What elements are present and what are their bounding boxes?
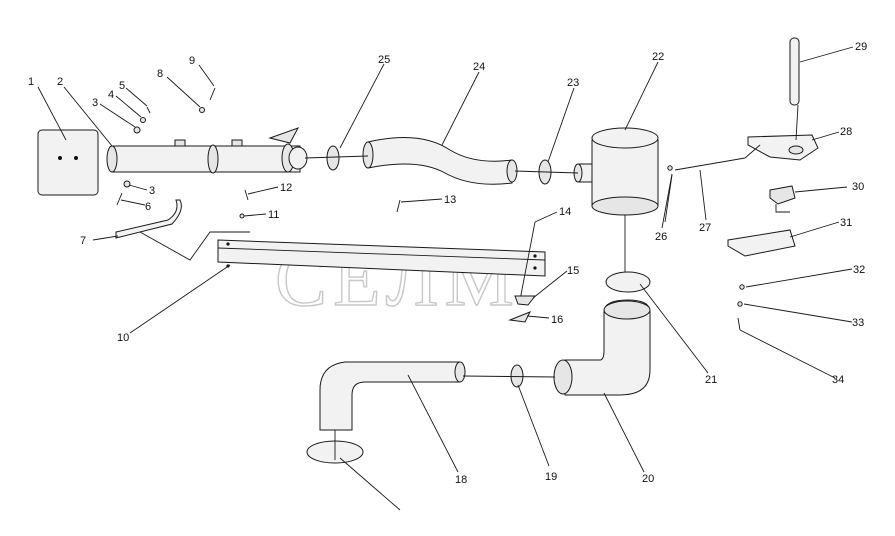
callout-10: 10 [117, 332, 129, 344]
callout-25: 25 [378, 54, 390, 66]
callout-4: 4 [108, 89, 114, 101]
part-24-hose [367, 137, 513, 185]
pipe-tab [174, 139, 186, 147]
leader-lines [37, 46, 854, 511]
part-15-clip [514, 295, 537, 306]
pipe-outlet [288, 146, 308, 170]
part-6-bolt [116, 192, 123, 206]
filter-top [591, 127, 659, 149]
callout-7: 7 [80, 235, 86, 247]
callout-2: 2 [57, 76, 63, 88]
callout-31: 31 [840, 217, 852, 229]
hose-end [454, 361, 466, 383]
part-7-bracket [115, 199, 182, 239]
part-20-elbow [564, 299, 651, 396]
part-3-washer-lower [123, 180, 131, 188]
callout-26: 26 [655, 231, 667, 243]
callout-3: 3 [92, 97, 98, 109]
part-31-plate [727, 229, 796, 257]
part-8-washer [199, 107, 205, 113]
part-11-washer [239, 213, 245, 219]
callout-13: 13 [444, 194, 456, 206]
callout-33: 33 [852, 317, 864, 329]
callout-5: 5 [119, 80, 125, 92]
axis-line [744, 144, 761, 159]
callout-24: 24 [473, 61, 485, 73]
pipe-end [106, 145, 118, 173]
part-10-rail [217, 239, 546, 277]
rail-hole [533, 254, 537, 258]
callout-15: 15 [567, 265, 579, 277]
rail-hole [226, 242, 230, 246]
callout-8: 8 [157, 68, 163, 80]
part-5-bolt [146, 106, 151, 114]
callout-23: 23 [567, 77, 579, 89]
axis-line [795, 104, 799, 141]
pipe-clamp [207, 144, 219, 174]
part-22-filter-body [591, 139, 659, 207]
callout-18: 18 [455, 474, 467, 486]
callout-11: 11 [268, 209, 279, 221]
callout-27: 27 [699, 222, 711, 234]
plate-hole [58, 156, 62, 160]
callout-1: 1 [28, 76, 34, 88]
callout-34: 34 [832, 374, 844, 386]
part-12-bolt [244, 189, 249, 201]
part-27-rod [674, 157, 746, 171]
callout-19: 19 [545, 471, 557, 483]
bracket-leader [139, 231, 250, 261]
part-3-washer [133, 126, 141, 134]
part-28-bracket [747, 134, 819, 161]
callout-30: 30 [852, 181, 864, 193]
callout-20: 20 [642, 473, 654, 485]
callout-21: 21 [705, 374, 717, 386]
part-32-washer [739, 284, 745, 290]
part-19-clamp-ring [510, 364, 524, 388]
part-34-bolt [737, 317, 741, 331]
callout-28: 28 [840, 126, 852, 138]
callout-32: 32 [853, 264, 865, 276]
part-16-bracket [508, 311, 532, 323]
callout-3-lower: 3 [149, 185, 155, 197]
callout-9: 9 [189, 55, 195, 67]
callout-14: 14 [559, 206, 571, 218]
part-26-washer [667, 165, 673, 171]
bracket-hole [788, 145, 804, 155]
elbow-top [603, 300, 651, 320]
part-25-clamp-ring [326, 145, 340, 171]
part-13-bolt [396, 199, 401, 213]
pipe-tab [231, 139, 243, 147]
part-18-hose [319, 361, 461, 431]
part-4-washer [140, 117, 146, 123]
part-2-pipe [111, 145, 301, 173]
part-29-stud [789, 37, 800, 106]
axis-line [462, 375, 556, 378]
part-1-plate [37, 129, 99, 196]
leader-26 [664, 174, 673, 223]
axis-line [304, 155, 369, 159]
part-33-washer [737, 301, 743, 307]
callout-29: 29 [855, 41, 867, 53]
part-21-disc [605, 271, 651, 293]
pipe-nipple [268, 127, 300, 144]
rail-hole [533, 266, 537, 270]
axis-line [514, 170, 579, 174]
part-30-clamp [769, 185, 796, 205]
callout-6: 6 [145, 201, 151, 213]
filter-bottom [591, 196, 659, 216]
part-14-rod [519, 221, 536, 301]
rail-edge [217, 247, 546, 261]
callout-16: 16 [551, 314, 563, 326]
elbow-end [553, 359, 573, 395]
hose-end [362, 141, 374, 169]
callout-22: 22 [652, 51, 664, 63]
clamp-tail [775, 204, 790, 213]
part-9-bolt [209, 87, 216, 101]
plate-hole [74, 156, 78, 160]
callout-12: 12 [280, 182, 292, 194]
